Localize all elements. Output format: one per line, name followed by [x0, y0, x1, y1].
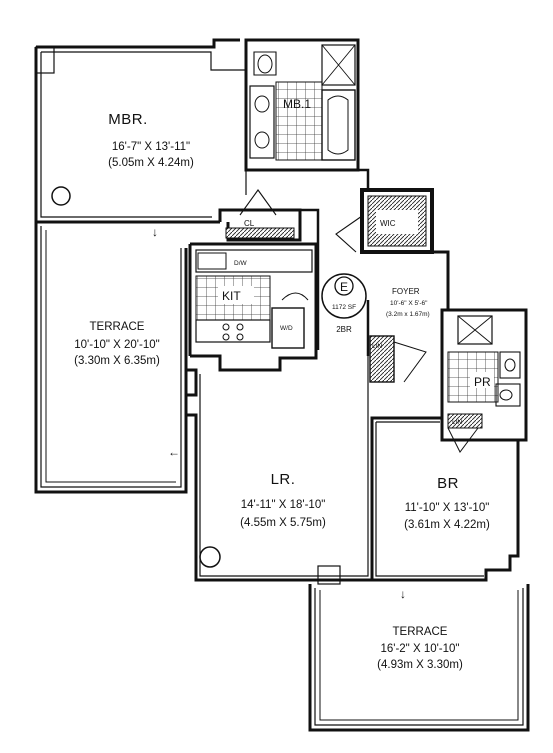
terrace-west-side-arrow-icon: ← [168, 445, 180, 459]
mbr-dimension-metric: (5.05m X 4.24m) [108, 157, 194, 169]
living-room: LR. 14'-11" X 18'-10" (4.55m X 5.75m) [184, 262, 400, 582]
mbr-column-icon [51, 186, 71, 206]
br-column [317, 565, 341, 585]
mbr-dimension-imperial: 16'-7" X 13'-11" [112, 141, 190, 153]
terrace-south: ↓ TERRACE 16'-2" X 10'-10" (4.93m X 3.30… [308, 584, 530, 732]
mb-label: MB.1 [283, 97, 311, 111]
br-label: BR [437, 475, 459, 492]
sink-icon [254, 131, 270, 149]
master-bedroom: MBR. 16'-7" X 13'-11" (5.05m X 4.24m) [34, 38, 247, 224]
wic-label: WIC [380, 219, 396, 228]
linen-closet-2: LIN [369, 335, 427, 383]
wd-label: W/D [280, 325, 293, 332]
walk-in-closet: WIC [335, 188, 434, 254]
terrace-south-dimension-metric: (4.93m X 3.30m) [377, 659, 463, 671]
terrace-south-label: TERRACE [393, 626, 448, 638]
terrace-south-dimension-imperial: 16'-2" X 10'-10" [380, 643, 459, 655]
foyer-dimension-imperial: 10'-6" X 5'-6" [390, 300, 428, 307]
corridor-walls [300, 168, 370, 262]
pr-toilet-icon [499, 389, 513, 401]
dw-label: D/W [234, 260, 248, 267]
kitchen-counter [195, 249, 313, 273]
lr-dimension-metric: (4.55m X 5.75m) [240, 517, 326, 529]
vanity [249, 85, 275, 159]
shower-stall [321, 44, 356, 86]
foyer-label: FOYER [392, 287, 420, 296]
pr-shower [457, 315, 493, 345]
lr-dimension-imperial: 14'-11" X 18'-10" [241, 499, 326, 511]
master-bath: MB.1 [244, 38, 360, 172]
pr-sink [499, 351, 521, 379]
washer-dryer [271, 307, 305, 349]
powder-room: PR LIN [440, 308, 528, 453]
br-dimension-metric: (3.61m X 4.22m) [404, 519, 490, 531]
terrace-west-dimension-imperial: 10'-10" X 20'-10" [74, 339, 159, 351]
bathtub [321, 89, 356, 161]
terrace-west-dimension-metric: (3.30m X 6.35m) [74, 355, 160, 367]
terrace-south-arrow-icon: ↓ [400, 587, 406, 601]
foyer: FOYER 10'-6" X 5'-6" (3.2m x 1.67m) [386, 250, 450, 318]
terrace-west-label: TERRACE [90, 321, 145, 333]
mbr-label: MBR. [108, 111, 148, 128]
kitchen-tile-floor [195, 275, 271, 321]
unit-area: 1172 SF [332, 304, 356, 311]
kitchen-sink [197, 252, 227, 270]
pr-label: PR [474, 375, 491, 389]
closet: CL [218, 189, 302, 242]
lr-column-icon [199, 546, 221, 568]
kit-label: KIT [222, 289, 241, 303]
unit-letter: E [340, 280, 348, 294]
bath-tile-floor [275, 81, 323, 161]
lin-label: LIN [452, 419, 462, 426]
terrace-west: ↓ ← TERRACE 10'-10" X 20'-10" (3.30m X 6… [34, 222, 188, 494]
range-counter [195, 319, 271, 343]
lr-label: LR. [271, 471, 296, 488]
sink-icon [254, 95, 270, 113]
toilet-icon [257, 54, 273, 74]
kitchen: D/W KIT W/D [188, 242, 318, 356]
br-dimension-imperial: 11'-10" X 13'-10" [405, 502, 490, 514]
linen-closet [447, 413, 483, 429]
foyer-dimension-metric: (3.2m x 1.67m) [386, 311, 430, 318]
unit-badge: E 1172 SF 2BR [321, 273, 367, 334]
terrace-west-arrow-icon: ↓ [152, 225, 158, 239]
bedroom: BR 11'-10" X 13'-10" (3.61m X 4.22m) [317, 416, 520, 585]
mbr-corner-column [35, 46, 55, 74]
lin-label-2: LIN [372, 343, 382, 350]
cl-label: CL [244, 219, 255, 228]
unit-type: 2BR [336, 325, 352, 334]
